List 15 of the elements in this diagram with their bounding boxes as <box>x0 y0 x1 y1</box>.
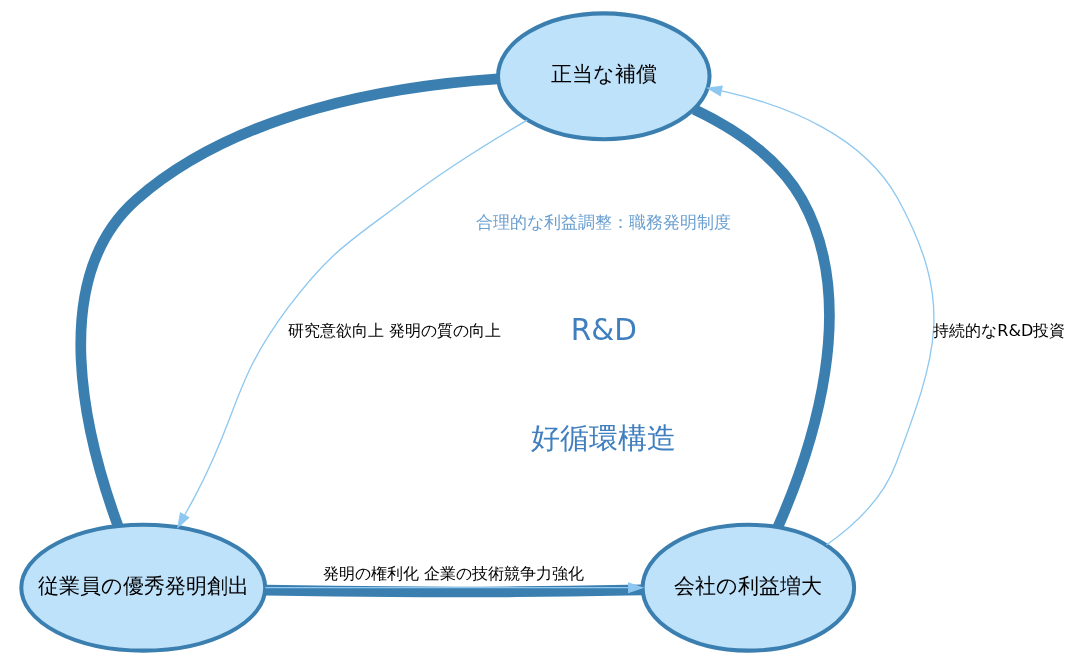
connector <box>264 584 642 598</box>
arrow <box>264 582 644 594</box>
edge-label: 持続的なR&D投資 <box>932 321 1065 341</box>
connector <box>75 73 498 528</box>
label: R&D <box>570 312 637 347</box>
node-ellipse: 従業員の優秀発明創出 <box>18 522 267 653</box>
node-ellipse: 正当な補償 <box>495 11 712 142</box>
edge-label: 発明の権利化 企業の技術競争力強化 <box>322 564 584 584</box>
arrow <box>705 85 934 546</box>
connector <box>691 104 835 530</box>
label: 好循環構造 <box>530 420 676 455</box>
node-ellipse: 会社の利益増大 <box>640 522 856 653</box>
label: 合理的な利益調整：職務発明制度 <box>475 212 731 233</box>
arrow <box>176 119 528 529</box>
edge-label: 研究意欲向上 発明の質の向上 <box>287 321 501 341</box>
